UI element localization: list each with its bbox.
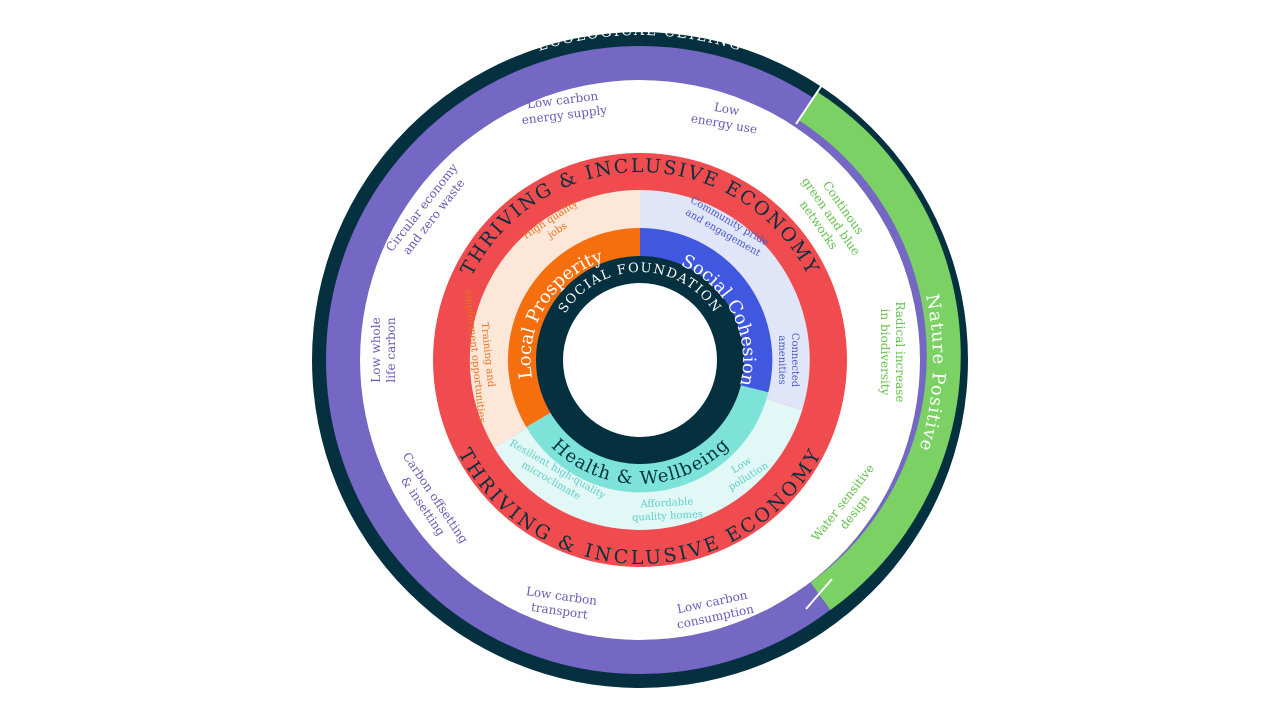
low-whole-life-carbon-item: Low whole life carbon <box>369 317 398 383</box>
connected-amenities-item: Connected amenities <box>776 333 800 388</box>
svg-text:Radical increase: Radical increase <box>893 301 907 402</box>
svg-text:amenities: amenities <box>776 335 787 384</box>
net-zero-label: Beyond Net Zero <box>36 385 67 561</box>
svg-text:Connected: Connected <box>789 333 800 388</box>
svg-text:Low: Low <box>713 100 741 118</box>
affordable-homes-item: Affordable quality homes <box>632 497 704 524</box>
svg-text:quality homes: quality homes <box>632 509 704 524</box>
svg-text:life carbon: life carbon <box>384 317 398 383</box>
svg-text:Low whole: Low whole <box>369 317 383 382</box>
svg-text:Affordable: Affordable <box>639 497 693 511</box>
nature-positive-band <box>798 91 961 610</box>
center-hole <box>563 283 717 437</box>
biodiversity-item: Radical increase in biodiversity <box>878 301 907 402</box>
outer-band <box>326 46 961 674</box>
svg-text:in biodiversity: in biodiversity <box>878 309 892 396</box>
